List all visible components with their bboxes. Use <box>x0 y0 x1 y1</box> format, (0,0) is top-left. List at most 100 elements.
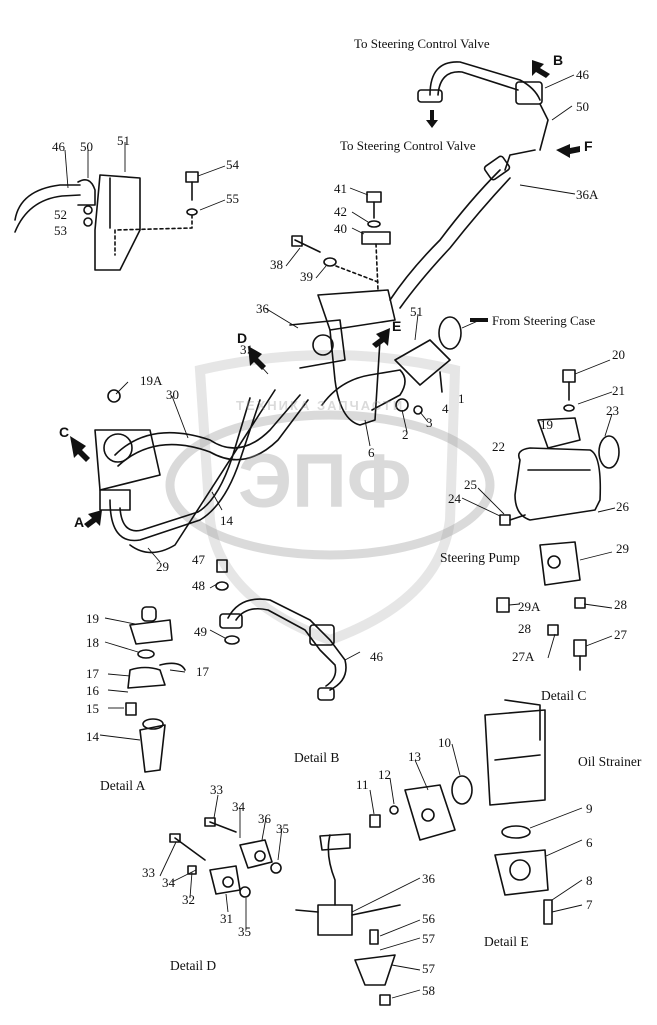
callout-19a: 19A <box>140 373 163 388</box>
view-letter-f: F <box>584 138 593 154</box>
callout-16: 16 <box>86 683 99 698</box>
callout-57-b: 57 <box>422 961 435 976</box>
callout-58: 58 <box>422 983 435 998</box>
callout-35-a: 35 <box>276 821 289 836</box>
label-detail-d: Detail D <box>170 958 217 973</box>
callout-41: 41 <box>334 181 347 196</box>
arrow-b <box>532 60 550 78</box>
direction-arrows <box>70 60 580 528</box>
callout-56: 56 <box>422 911 435 926</box>
callout-26: 26 <box>616 499 629 514</box>
label-detail-c: Detail C <box>541 688 587 703</box>
callout-36-d: 36 <box>258 811 271 826</box>
label-oil-strainer: Oil Strainer <box>578 754 642 769</box>
callout-35-b: 35 <box>238 924 251 939</box>
label-from-steering-case: From Steering Case <box>492 313 596 328</box>
callout-14-b: 14 <box>86 729 99 744</box>
callout-36-b: 36 <box>422 871 435 886</box>
watermark-main-text: ЭПФ <box>238 439 412 524</box>
valve-body-central <box>289 289 406 426</box>
callout-28-a: 28 <box>614 597 627 612</box>
callout-33-a: 33 <box>210 782 223 797</box>
flange-steering-case <box>394 316 462 415</box>
arrow-f <box>556 144 580 158</box>
detail-d-assembly <box>169 817 282 898</box>
callout-33-b: 33 <box>142 865 155 880</box>
callout-19-a: 19 <box>86 611 99 626</box>
callout-29-c: 29 <box>616 541 629 556</box>
view-letter-e: E <box>392 318 402 334</box>
callout-42: 42 <box>334 204 347 219</box>
callout-1: 1 <box>458 391 465 406</box>
leader-lines <box>64 74 616 999</box>
callout-40: 40 <box>334 221 347 236</box>
callout-23: 23 <box>606 403 619 418</box>
callout-51-a: 50 <box>80 139 93 154</box>
callout-21: 21 <box>612 383 625 398</box>
callout-27: 27 <box>614 627 627 642</box>
view-letter-a: A <box>74 514 85 530</box>
pipe-14 <box>109 397 261 542</box>
callout-49: 49 <box>194 624 207 639</box>
callout-3: 3 <box>426 415 433 430</box>
callout-8: 8 <box>586 873 593 888</box>
callout-39: 39 <box>300 269 313 284</box>
callout-25: 25 <box>464 477 477 492</box>
arrow-a <box>84 510 102 528</box>
callout-19-c: 19 <box>540 417 553 432</box>
view-letter-b: B <box>553 52 564 68</box>
callout-17-a: 17 <box>86 666 99 681</box>
arrow-from-case <box>470 318 488 322</box>
part-29-detail-c <box>496 541 587 671</box>
label-steering-pump: Steering Pump <box>440 550 520 565</box>
callout-9: 9 <box>586 801 593 816</box>
arrow-down-valve <box>426 110 438 128</box>
callout-36-a: 36 <box>256 301 269 316</box>
view-letter-c: C <box>59 424 70 440</box>
callout-46-a: 46 <box>52 139 65 154</box>
callout-51-center: 51 <box>410 304 423 319</box>
label-to-steering-control-valve-mid: To Steering Control Valve <box>340 138 476 153</box>
callout-46-top: 46 <box>576 67 589 82</box>
arrow-d <box>248 346 266 370</box>
callout-27a: 27A <box>512 649 535 664</box>
callout-46-b: 46 <box>370 649 383 664</box>
callout-47: 47 <box>192 552 205 567</box>
pump-left <box>94 389 161 511</box>
pipe-29 <box>129 389 276 554</box>
callout-54: 54 <box>226 157 239 172</box>
callout-11: 11 <box>356 777 369 792</box>
label-detail-e: Detail E <box>484 934 529 949</box>
view-letter-d: D <box>237 330 248 346</box>
callout-57-a: 57 <box>422 931 435 946</box>
callout-31-d: 31 <box>220 911 233 926</box>
label-detail-b: Detail B <box>294 750 340 765</box>
callout-34-b: 34 <box>162 875 175 890</box>
callout-10: 10 <box>438 735 451 750</box>
hose-36a <box>389 155 511 309</box>
callout-4: 4 <box>442 401 449 416</box>
callout-50-a: 51 <box>117 133 130 148</box>
steering-pump-22 <box>499 369 620 526</box>
callout-34-a: 34 <box>232 799 245 814</box>
bolt-38 <box>291 235 379 283</box>
callout-31-a: 31 <box>240 342 253 357</box>
label-detail-a: Detail A <box>100 778 146 793</box>
callout-22: 22 <box>492 439 505 454</box>
callout-15: 15 <box>86 701 99 716</box>
callout-2: 2 <box>402 427 409 442</box>
bolt-41 <box>361 191 391 291</box>
callout-6-e: 6 <box>586 835 593 850</box>
callout-29-a: 29 <box>156 559 169 574</box>
arrow-c <box>70 436 90 462</box>
callout-55: 55 <box>226 191 239 206</box>
callout-18: 18 <box>86 635 99 650</box>
pipe-46-top <box>417 61 549 171</box>
callout-24: 24 <box>448 491 461 506</box>
callout-14-a: 14 <box>220 513 233 528</box>
callout-52: 52 <box>54 207 67 222</box>
callout-29a: 29A <box>518 599 541 614</box>
label-to-steering-control-valve-top: To Steering Control Valve <box>354 36 490 51</box>
watermark-shield <box>194 350 461 646</box>
callout-20: 20 <box>612 347 625 362</box>
